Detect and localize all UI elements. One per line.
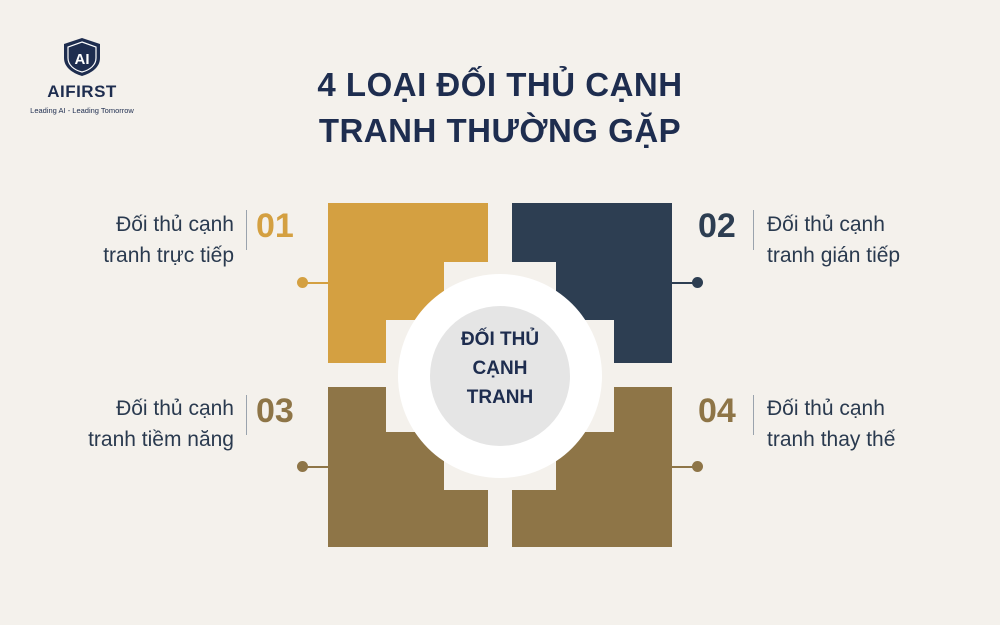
item-04-line-2: tranh thay thế — [767, 428, 896, 451]
connector-dot-02 — [692, 277, 703, 288]
item-03-line-1: Đối thủ cạnh — [116, 397, 234, 420]
center-line-2: CẠNH — [472, 358, 528, 379]
connector-02 — [672, 282, 697, 284]
item-number-02: 02 — [698, 207, 736, 245]
item-01-line-2: tranh trực tiếp — [103, 244, 234, 267]
item-label-01: Đối thủ cạnh tranh trực tiếp — [40, 209, 234, 271]
center-line-3: TRANH — [466, 387, 534, 408]
center-line-1: ĐỐI THỦ — [460, 329, 540, 350]
item-number-04: 04 — [698, 392, 736, 430]
brand-tagline: Leading AI - Leading Tomorrow — [30, 106, 134, 115]
item-01-line-1: Đối thủ cạnh — [116, 213, 234, 236]
item-04-line-1: Đối thủ cạnh — [767, 397, 885, 420]
item-label-03: Đối thủ cạnh tranh tiềm năng — [40, 393, 234, 455]
connector-04 — [672, 466, 697, 468]
item-number-03: 03 — [256, 392, 294, 430]
item-number-01: 01 — [256, 207, 294, 245]
item-03-line-2: tranh tiềm năng — [88, 428, 234, 451]
connector-dot-01 — [297, 277, 308, 288]
divider-03 — [246, 395, 247, 435]
brand-logo: AI AIFIRST Leading AI - Leading Tomorrow — [22, 36, 142, 115]
item-02-line-1: Đối thủ cạnh — [767, 213, 885, 236]
connector-dot-03 — [297, 461, 308, 472]
brand-name: AIFIRST — [47, 82, 117, 101]
connector-01 — [303, 282, 328, 284]
connector-dot-04 — [692, 461, 703, 472]
item-label-04: Đối thủ cạnh tranh thay thế — [767, 393, 967, 455]
connector-03 — [303, 466, 328, 468]
divider-02 — [753, 210, 754, 250]
center-label: ĐỐI THỦ CẠNH TRANH — [430, 325, 570, 412]
shield-icon: AI — [64, 38, 100, 76]
divider-04 — [753, 395, 754, 435]
divider-01 — [246, 210, 247, 250]
page-title: 4 LOẠI ĐỐI THỦ CẠNH TRANH THƯỜNG GẶP — [0, 62, 1000, 154]
title-line-1: 4 LOẠI ĐỐI THỦ CẠNH — [317, 66, 683, 103]
item-label-02: Đối thủ cạnh tranh gián tiếp — [767, 209, 967, 271]
logo-text: AI — [75, 51, 90, 68]
item-02-line-2: tranh gián tiếp — [767, 244, 901, 267]
center-hub — [386, 262, 614, 490]
title-line-2: TRANH THƯỜNG GẶP — [318, 112, 682, 149]
center-circle — [430, 306, 570, 446]
